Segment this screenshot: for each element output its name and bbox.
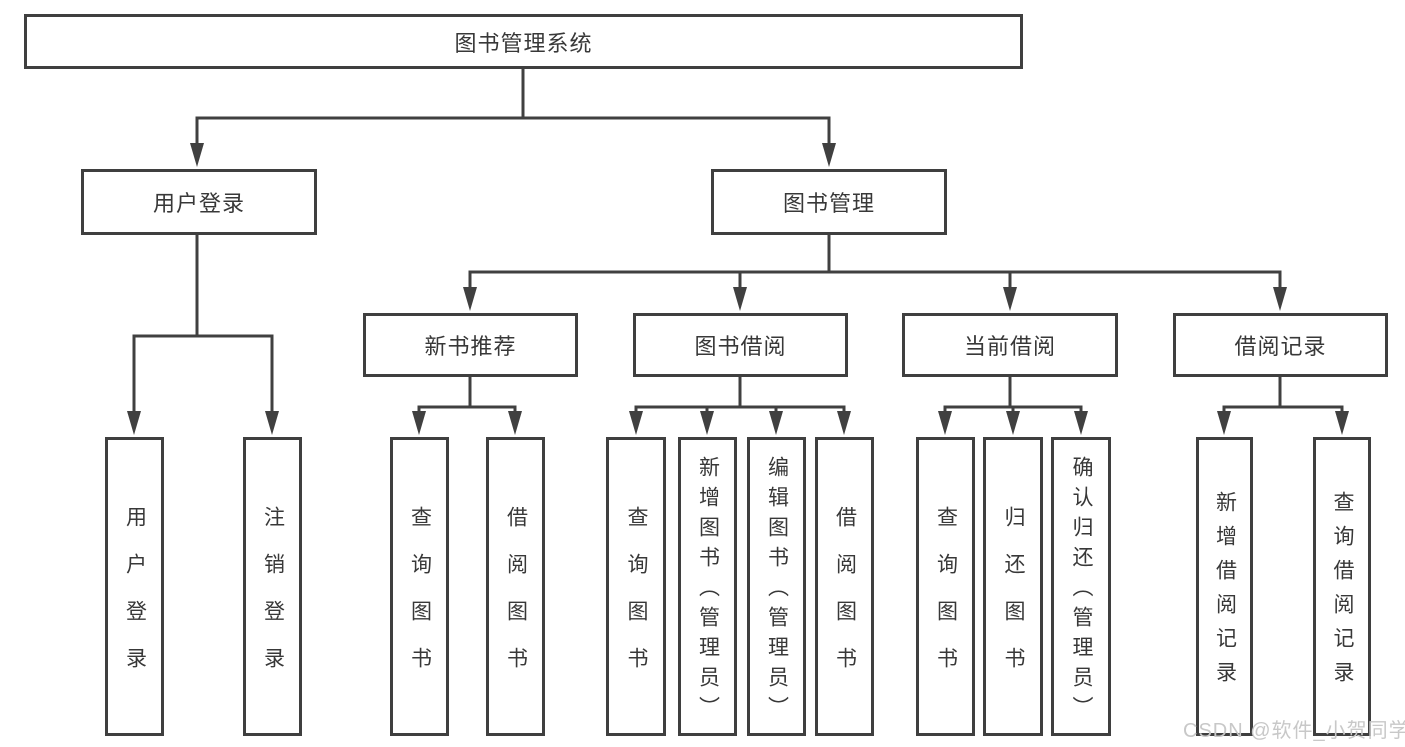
leaf-logout: 注销登录 xyxy=(243,437,302,736)
node-borrow-records: 借阅记录 xyxy=(1173,313,1388,377)
leaf-query-books-recommend: 查询图书 xyxy=(390,437,449,736)
node-label: 借阅图书 xyxy=(833,505,857,694)
node-label: 当前借阅 xyxy=(963,334,1056,359)
node-label: 查询图书 xyxy=(934,505,958,694)
node-new-book-recommend: 新书推荐 xyxy=(363,313,578,377)
node-label: 查询借阅记录 xyxy=(1331,491,1354,695)
leaf-add-borrow-record: 新增借阅记录 xyxy=(1196,437,1253,736)
leaf-user-login: 用户登录 xyxy=(105,437,164,736)
node-book-management: 图书管理 xyxy=(711,169,947,235)
node-label: 查询图书 xyxy=(625,505,648,694)
leaf-return-books: 归还图书 xyxy=(983,437,1043,736)
node-label: 查询图书 xyxy=(408,505,432,694)
node-current-borrow: 当前借阅 xyxy=(902,313,1118,377)
node-label: 注销登录 xyxy=(261,505,285,694)
leaf-edit-book-admin: 编辑图书（管理员） xyxy=(747,437,806,736)
leaf-query-borrow-record: 查询借阅记录 xyxy=(1313,437,1371,736)
node-label: 新书推荐 xyxy=(424,334,517,359)
watermark: CSDN @软件_小贺同学 xyxy=(1183,720,1405,742)
node-label: 新增图书（管理员） xyxy=(696,456,720,726)
node-book-borrow: 图书借阅 xyxy=(633,313,848,377)
node-label: 借阅记录 xyxy=(1234,334,1327,359)
node-label: 归还图书 xyxy=(1002,505,1025,694)
node-label: 确认归还（管理员） xyxy=(1070,456,1093,726)
node-root: 图书管理系统 xyxy=(24,14,1023,69)
node-label: 用户登录 xyxy=(152,191,245,216)
node-label: 新增借阅记录 xyxy=(1213,491,1237,695)
leaf-query-books-borrow: 查询图书 xyxy=(606,437,666,736)
leaf-borrow-books: 借阅图书 xyxy=(815,437,874,736)
leaf-query-books-current: 查询图书 xyxy=(916,437,975,736)
node-label: 图书借阅 xyxy=(694,334,787,359)
node-label: 编辑图书（管理员） xyxy=(765,456,789,726)
node-user-login: 用户登录 xyxy=(81,169,317,235)
node-label: 图书管理 xyxy=(782,191,875,216)
leaf-confirm-return-admin: 确认归还（管理员） xyxy=(1051,437,1111,736)
leaf-borrow-books-recommend: 借阅图书 xyxy=(486,437,545,736)
node-label: 借阅图书 xyxy=(504,505,528,694)
leaf-add-book-admin: 新增图书（管理员） xyxy=(678,437,737,736)
node-label: 用户登录 xyxy=(123,505,147,694)
node-label: 图书管理系统 xyxy=(454,30,593,56)
